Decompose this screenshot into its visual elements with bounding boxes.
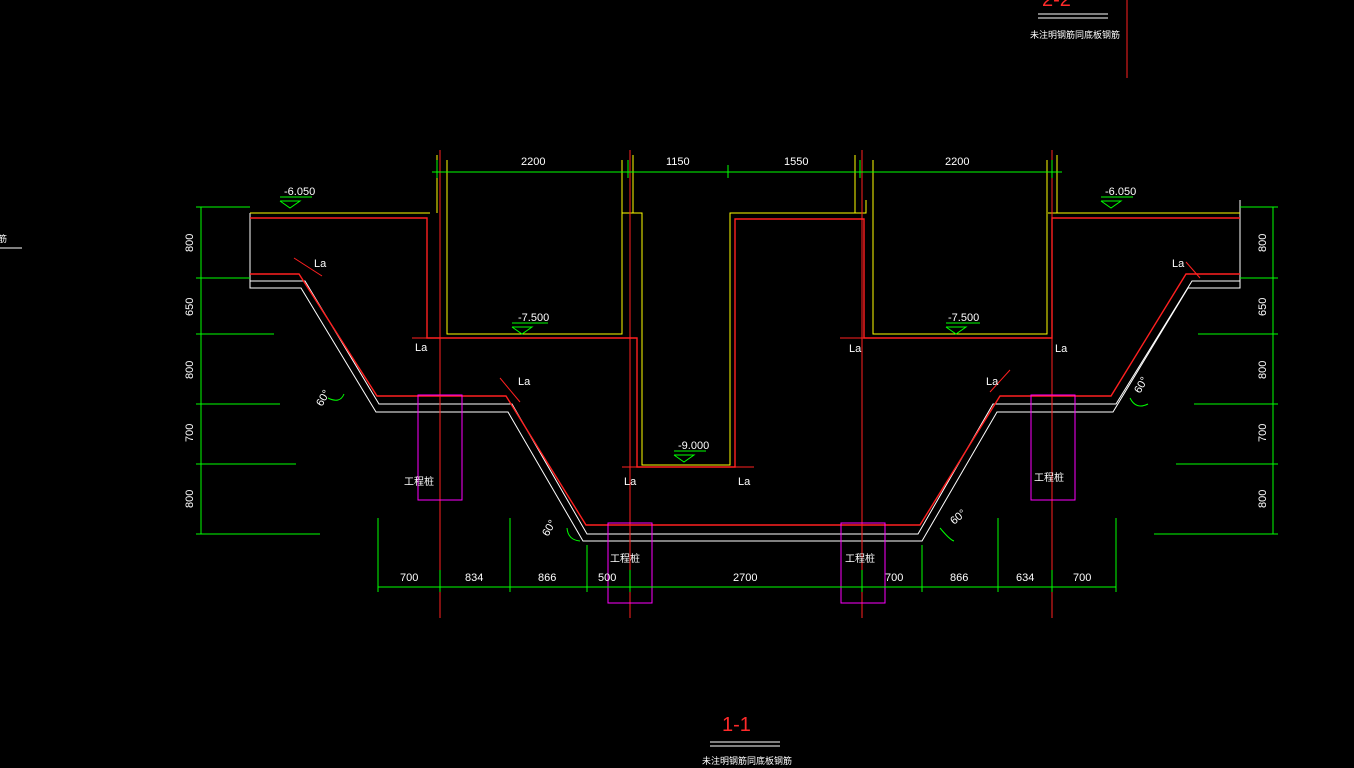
dim-left-4: 700 [184,424,196,442]
elev-top-left: -6.050 [284,186,315,198]
elevation-texts: -6.050 -6.050 -7.500 -7.500 -9.000 [284,186,1136,452]
dim-bottom-7: 866 [950,572,968,584]
dim-top-2: 1150 [666,156,690,168]
elev-mid-right: -7.500 [948,312,979,324]
anchor-label: La [415,342,428,354]
elevation-markers [279,196,1133,463]
dim-right-1: 800 [1257,234,1269,252]
section-2-2-title: 2-2 [1042,0,1071,11]
pile-label: 工程桩 [404,475,434,488]
section-1-1-footer: 1-1 未注明钢筋同底板钢筋 [702,714,792,767]
axis-lines [439,150,1053,618]
anchor-label: La [849,343,862,355]
pile-left [417,394,463,501]
dim-left-1: 800 [184,234,196,252]
angle-label: 60° [314,388,333,408]
anchor-label: La [314,258,327,270]
dim-top-3: 1550 [784,156,808,168]
dim-left-5: 800 [184,490,196,508]
dimension-texts: 2200 1150 1550 2200 700 834 866 500 2700… [184,156,1269,584]
piles [417,394,1076,604]
elev-mid-left: -7.500 [518,312,549,324]
anchor-label: La [624,476,637,488]
left-edge-fragment: 筋 [0,233,22,249]
section-2-2-header: 2-2 未注明钢筋同底板钢筋 [1030,0,1128,78]
anchor-label: La [986,376,999,388]
pile-center-left [607,522,653,604]
dim-top-1: 2200 [521,156,545,168]
anchor-label: La [1172,258,1185,270]
dim-right-3: 800 [1257,361,1269,379]
dim-right-5: 800 [1257,490,1269,508]
wall-and-slab-lines [250,155,1240,466]
dim-bottom-5: 2700 [733,572,757,584]
angle-label: 60° [1132,375,1151,395]
pile-label: 工程桩 [610,552,640,565]
section-2-2-note: 未注明钢筋同底板钢筋 [1030,29,1120,41]
pile-right [1030,394,1076,501]
pile-labels: 工程桩 工程桩 工程桩 工程桩 [404,471,1064,565]
dim-right-4: 700 [1257,424,1269,442]
concrete-outline [249,200,1241,542]
angle-arcs [327,393,1149,542]
dim-bottom-4: 500 [598,572,616,584]
anchor-labels: La La La La La La La La La [314,258,1185,488]
dim-bottom-9: 700 [1073,572,1091,584]
anchor-label: La [738,476,751,488]
dim-bottom-2: 834 [465,572,483,584]
anchor-label: La [1055,343,1068,355]
dim-top-4: 2200 [945,156,969,168]
angle-label: 60° [540,518,559,538]
dim-bottom-3: 866 [538,572,556,584]
elev-pit-bottom: -9.000 [678,440,709,452]
angle-label: 60° [948,507,968,527]
dim-bottom-6: 700 [885,572,903,584]
dim-left-3: 800 [184,361,196,379]
dim-bottom-1: 700 [400,572,418,584]
section-1-1-note: 未注明钢筋同底板钢筋 [702,755,792,767]
dim-left-2: 650 [184,298,196,316]
section-1-1-title: 1-1 [722,714,751,736]
anchor-label: La [518,376,531,388]
pile-center-right [840,522,886,604]
dim-right-2: 650 [1257,298,1269,316]
dimension-lines [196,160,1278,592]
pile-label: 工程桩 [845,552,875,565]
elev-top-right: -6.050 [1105,186,1136,198]
left-edge-note: 筋 [0,233,7,245]
dim-bottom-8: 634 [1016,572,1034,584]
pile-label: 工程桩 [1034,471,1064,484]
